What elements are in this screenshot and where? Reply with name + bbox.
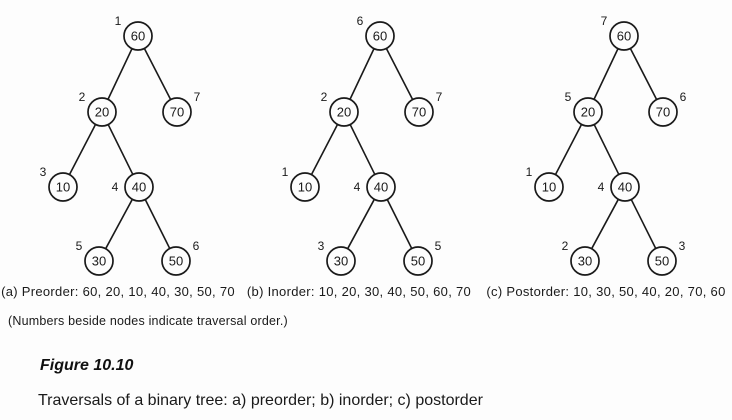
- tree-edge: [593, 124, 620, 175]
- tree-node-circle: [647, 246, 677, 276]
- tree-edge: [349, 48, 375, 100]
- node-value: 70: [656, 105, 670, 120]
- tree-node-circle: [365, 21, 395, 51]
- node-order-label: 7: [601, 14, 608, 28]
- node-value: 60: [131, 29, 145, 44]
- tree-caption: (c) Postorder: 10, 30, 50, 40, 20, 70, 6…: [486, 284, 725, 299]
- tree-edge: [144, 199, 171, 249]
- node-order-label: 4: [112, 180, 119, 194]
- node-order-label: 4: [598, 180, 605, 194]
- node-order-label: 4: [354, 180, 361, 194]
- node-order-label: 1: [526, 165, 533, 179]
- node-order-label: 1: [282, 165, 289, 179]
- tree-node-circle: [534, 172, 564, 202]
- node-order-label: 6: [357, 14, 364, 28]
- node-order-label: 3: [318, 239, 325, 253]
- tree-edge: [593, 48, 619, 100]
- node-value: 50: [411, 254, 425, 269]
- node-order-label: 6: [193, 239, 200, 253]
- tree-node-circle: [610, 172, 640, 202]
- tree-node-circle: [124, 172, 154, 202]
- tree-node-circle: [84, 246, 114, 276]
- node-order-label: 5: [435, 239, 442, 253]
- tree-node-circle: [161, 246, 191, 276]
- tree-node-circle: [573, 97, 603, 127]
- tree-edge: [554, 124, 583, 175]
- tree-b: 60 6 20 2 70 7 10 1 40 4 30 3 50 5 (b) Inorder: 10, 20…: [247, 14, 471, 299]
- node-order-label: 2: [79, 90, 86, 104]
- tree-node-circle: [162, 97, 192, 127]
- node-value: 30: [92, 254, 106, 269]
- tree-edge: [590, 198, 620, 250]
- node-value: 30: [578, 254, 592, 269]
- tree-edge: [385, 48, 414, 100]
- node-order-label: 5: [76, 239, 83, 253]
- node-value: 60: [373, 29, 387, 44]
- node-order-label: 6: [680, 90, 687, 104]
- node-order-label: 2: [562, 239, 569, 253]
- tree-caption: (a) Preorder: 60, 20, 10, 40, 30, 50, 70: [1, 284, 235, 299]
- traversal-note: (Numbers beside nodes indicate traversal…: [8, 314, 288, 328]
- binary-tree-diagrams: 60 1 20 2 70 7 10 3 40 4 30 5 50 6 (a) Preorder: 60, 2…: [1, 14, 725, 299]
- tree-a: 60 1 20 2 70 7 10 3 40 4 30 5 50 6 (a) Preorder: 60, 2…: [1, 14, 235, 299]
- tree-node-circle: [609, 21, 639, 51]
- tree-edge: [310, 124, 339, 175]
- tree-node-circle: [48, 172, 78, 202]
- node-value: 70: [412, 105, 426, 120]
- node-value: 40: [618, 180, 632, 195]
- node-order-label: 5: [565, 90, 572, 104]
- node-value: 40: [132, 180, 146, 195]
- node-value: 10: [298, 180, 312, 195]
- tree-node-circle: [123, 21, 153, 51]
- node-value: 20: [95, 105, 109, 120]
- tree-edge: [629, 48, 658, 100]
- tree-edge: [349, 124, 376, 175]
- node-value: 50: [169, 254, 183, 269]
- node-order-label: 2: [321, 90, 328, 104]
- node-value: 20: [581, 105, 595, 120]
- tree-edge: [107, 124, 134, 175]
- tree-node-circle: [403, 246, 433, 276]
- tree-edge: [107, 48, 133, 100]
- node-value: 50: [655, 254, 669, 269]
- tree-edge: [143, 48, 172, 100]
- figure-title: Figure 10.10: [40, 357, 134, 374]
- node-order-label: 3: [679, 239, 686, 253]
- tree-node-circle: [290, 172, 320, 202]
- tree-edge: [68, 124, 97, 175]
- node-value: 70: [170, 105, 184, 120]
- tree-node-circle: [329, 97, 359, 127]
- node-value: 40: [374, 180, 388, 195]
- figure-caption: Traversals of a binary tree: a) preorder…: [38, 392, 483, 409]
- node-value: 20: [337, 105, 351, 120]
- node-order-label: 7: [436, 90, 443, 104]
- tree-edge: [104, 198, 134, 250]
- node-value: 60: [617, 29, 631, 44]
- tree-node-circle: [326, 246, 356, 276]
- node-order-label: 7: [194, 90, 201, 104]
- tree-edge: [386, 199, 413, 249]
- tree-c: 60 7 20 5 70 6 10 1 40 4 30 2 50 3 (c) Postorder: 10, …: [486, 14, 725, 299]
- tree-node-circle: [366, 172, 396, 202]
- node-value: 10: [542, 180, 556, 195]
- node-order-label: 3: [40, 165, 47, 179]
- tree-edge: [630, 199, 657, 249]
- node-value: 10: [56, 180, 70, 195]
- tree-node-circle: [570, 246, 600, 276]
- node-value: 30: [334, 254, 348, 269]
- tree-node-circle: [404, 97, 434, 127]
- tree-caption: (b) Inorder: 10, 20, 30, 40, 50, 60, 70: [247, 284, 471, 299]
- node-order-label: 1: [115, 14, 122, 28]
- tree-edge: [346, 198, 376, 250]
- tree-node-circle: [87, 97, 117, 127]
- tree-node-circle: [648, 97, 678, 127]
